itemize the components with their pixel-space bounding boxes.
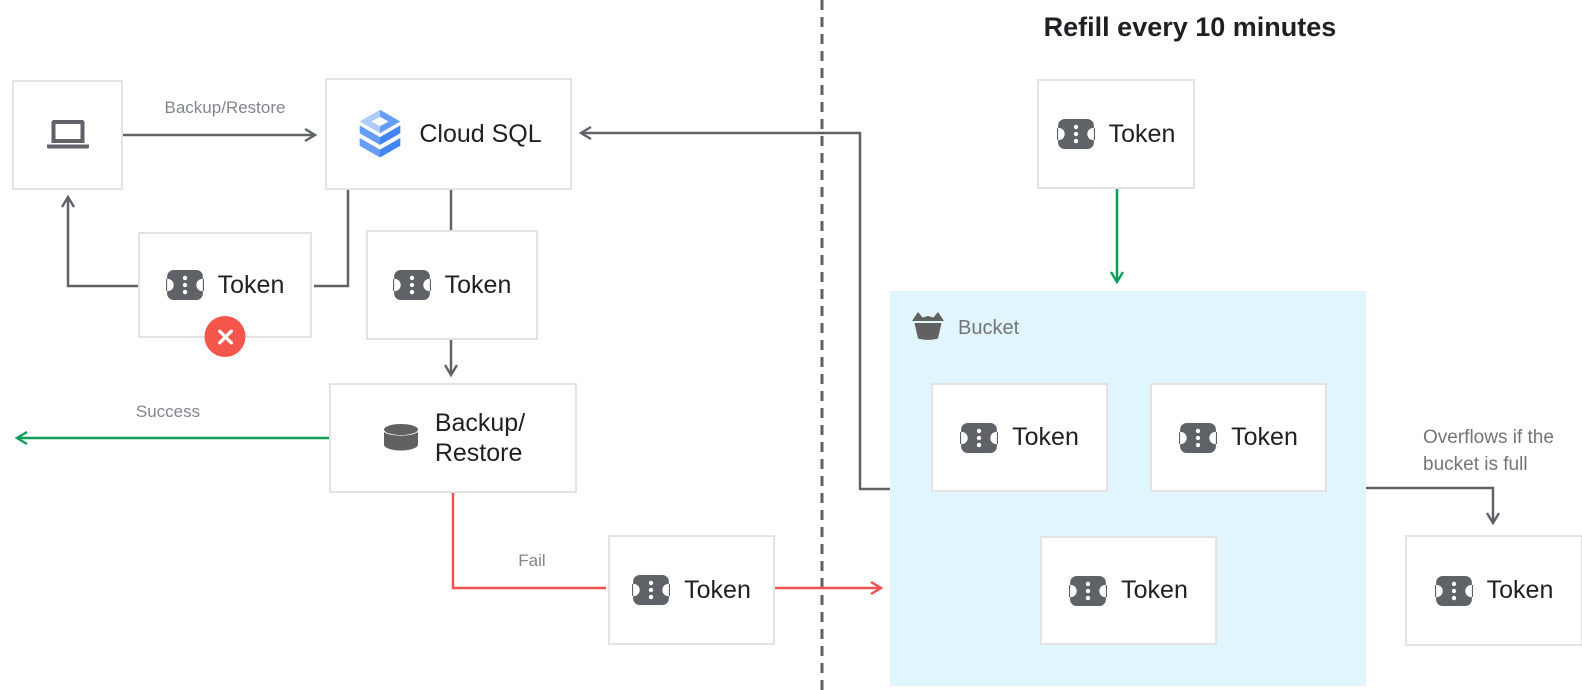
token-label: Token: [1108, 119, 1176, 148]
backup-restore-edge-label: Backup/Restore: [164, 98, 286, 117]
token-denied-box: Token: [138, 232, 312, 357]
laptop-icon: [45, 118, 91, 152]
token-icon: [165, 269, 204, 301]
fail-label: Fail: [518, 551, 546, 570]
connector-cloudsql-to-token-denied: [314, 190, 350, 288]
cloud-sql-box: Cloud SQL: [325, 78, 572, 190]
token-icon: [1069, 575, 1108, 607]
token-icon: [1056, 118, 1095, 150]
bucket-header: Bucket: [910, 311, 1019, 346]
bucket-icon: [910, 311, 946, 346]
client-laptop-box: [12, 80, 123, 190]
backup-restore-label-line2: Restore: [434, 439, 523, 467]
cloud-sql-label: Cloud SQL: [419, 119, 542, 148]
token-label: Token: [1231, 423, 1298, 451]
diagram-title: Refill every 10 minutes: [1043, 12, 1337, 42]
token-fail-box: Token: [608, 535, 775, 645]
connector-overflow: [1366, 486, 1493, 522]
backup-restore-label-line1: Backup/: [434, 408, 526, 437]
token-request-box: Token: [366, 230, 538, 340]
success-label: Success: [135, 402, 201, 421]
overflow-note: Overflows if the bucket is full: [1423, 425, 1573, 479]
database-icon: [381, 423, 421, 453]
connector-bucket-to-cloudsql: [582, 133, 890, 491]
connector-fail: [451, 493, 606, 590]
token-overflow-box: Token: [1405, 535, 1582, 646]
token-icon: [1434, 575, 1473, 607]
token-label: Token: [1012, 423, 1079, 451]
bucket-label: Bucket: [958, 317, 1020, 339]
bucket-token-1: Token: [931, 383, 1108, 492]
token-icon: [392, 269, 431, 301]
token-refill-box: Token: [1037, 79, 1195, 189]
token-label: Token: [217, 270, 285, 299]
token-label: Token: [684, 575, 751, 604]
overflow-note-line2: bucket is full: [1423, 453, 1528, 475]
token-label: Token: [1121, 576, 1188, 604]
overflow-note-line1: Overflows if the: [1423, 427, 1554, 448]
bucket-region: Bucket Token Token: [890, 291, 1366, 686]
error-x-icon: [204, 316, 246, 357]
cloud-sql-icon: [355, 108, 405, 160]
token-icon: [632, 574, 671, 606]
token-label: Token: [444, 270, 512, 299]
token-icon: [960, 422, 999, 454]
backup-restore-box: Backup/ Restore: [329, 383, 577, 493]
connector-token-denied-to-laptop: [68, 198, 138, 288]
token-icon: [1179, 422, 1218, 454]
token-label: Token: [1486, 576, 1554, 604]
bucket-token-3: Token: [1040, 536, 1217, 645]
bucket-token-2: Token: [1150, 383, 1327, 492]
